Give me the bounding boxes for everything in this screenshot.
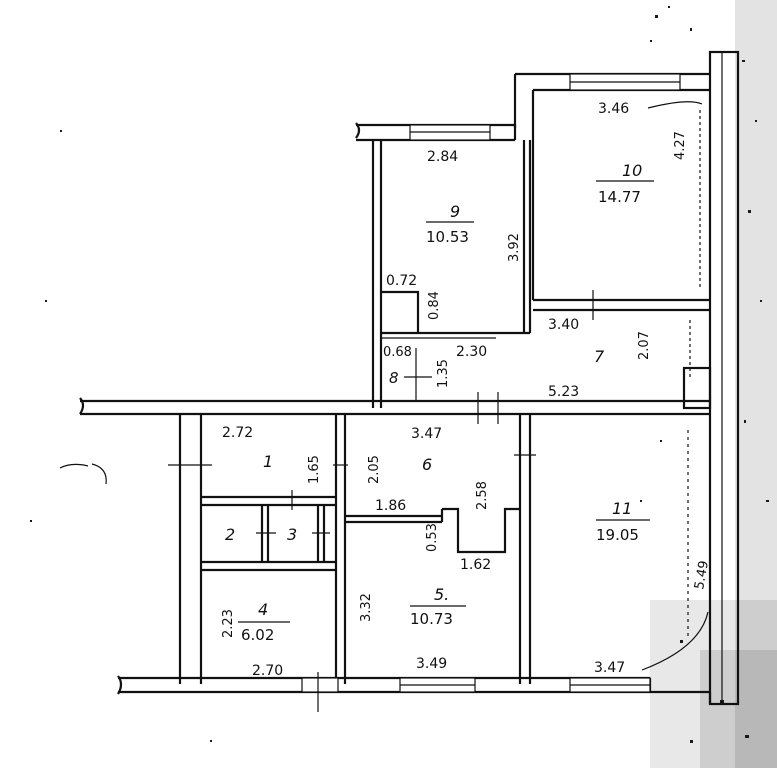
walls [79, 50, 740, 706]
room-11-area: 19.05 [596, 526, 639, 544]
dim-1-86: 1.86 [375, 498, 406, 514]
room-2-number: 2 [225, 525, 235, 544]
dim-1-35: 1.35 [436, 359, 451, 388]
dim-2-72: 2.72 [222, 425, 253, 441]
dim-2-84: 2.84 [427, 149, 458, 165]
window-room-4 [301, 677, 339, 693]
room-labels: 1 2 3 4 6.02 5. 10.73 6 7 8 9 10.53 10 1… [225, 161, 654, 644]
dim-5-49: 5.49 [692, 560, 712, 591]
dim-2-70: 2.70 [252, 663, 283, 679]
room-5-area: 10.73 [410, 610, 453, 628]
room-6-number: 6 [422, 455, 432, 474]
dim-3-40: 3.40 [548, 317, 579, 333]
dim-3-32: 3.32 [359, 593, 374, 622]
room-1-number: 1 [263, 452, 273, 471]
dim-0-53: 0.53 [425, 523, 440, 552]
dimension-lines [59, 101, 709, 671]
dim-2-23: 2.23 [221, 609, 236, 638]
dim-2-58: 2.58 [475, 481, 490, 510]
room-10-area: 14.77 [598, 188, 641, 206]
dim-5-23: 5.23 [548, 384, 579, 400]
dim-0-72: 0.72 [386, 273, 417, 289]
dim-0-68: 0.68 [383, 345, 412, 360]
door-markers [168, 290, 594, 712]
room-10-number: 10 [622, 161, 642, 180]
dim-3-47-top: 3.47 [411, 426, 442, 442]
room-9-area: 10.53 [426, 228, 469, 246]
scan-noise [30, 0, 777, 768]
dim-3-46: 3.46 [598, 101, 629, 117]
dim-2-30: 2.30 [456, 344, 487, 360]
dim-3-49: 3.49 [416, 656, 447, 672]
dim-3-47-bottom: 3.47 [594, 660, 625, 676]
dim-3-92: 3.92 [507, 233, 522, 262]
windows [301, 73, 681, 693]
room-4-area: 6.02 [241, 626, 274, 644]
room-8-number: 8 [389, 369, 399, 387]
room-4-number: 4 [258, 600, 268, 619]
dim-2-07: 2.07 [637, 331, 652, 360]
room-3-number: 3 [287, 525, 297, 544]
dim-0-84: 0.84 [427, 291, 442, 320]
dimension-labels: 3.46 4.27 2.84 3.92 0.72 0.84 3.40 2.07 … [221, 101, 712, 679]
room-7-number: 7 [594, 347, 605, 366]
room-5-number: 5. [434, 585, 449, 604]
dim-1-65: 1.65 [307, 455, 322, 484]
dim-2-05: 2.05 [367, 455, 382, 484]
dim-4-27: 4.27 [673, 131, 688, 160]
room-11-number: 11 [612, 499, 632, 518]
room-9-number: 9 [450, 202, 460, 221]
dim-1-62: 1.62 [460, 557, 491, 573]
